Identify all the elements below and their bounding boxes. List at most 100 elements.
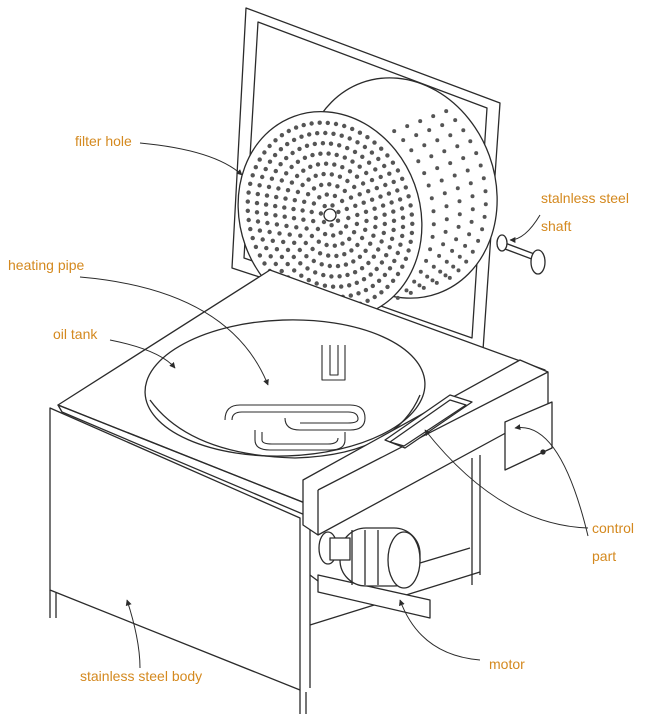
filter-hole bbox=[277, 231, 282, 236]
filter-hole bbox=[329, 223, 334, 228]
filter-hole bbox=[354, 280, 359, 285]
filter-hole bbox=[335, 184, 340, 189]
filter-hole bbox=[370, 283, 375, 289]
filter-hole bbox=[369, 150, 375, 155]
filter-hole bbox=[357, 254, 363, 259]
filter-hole bbox=[292, 198, 297, 203]
filter-hole bbox=[468, 181, 473, 186]
filter-hole bbox=[441, 242, 446, 247]
filter-hole bbox=[312, 141, 317, 147]
filter-hole bbox=[315, 162, 321, 167]
filter-hole bbox=[335, 218, 341, 223]
filter-hole bbox=[428, 247, 433, 252]
filter-hole bbox=[305, 192, 311, 197]
filter-hole bbox=[430, 234, 435, 239]
filter-hole bbox=[329, 172, 334, 177]
filter-hole bbox=[314, 281, 319, 286]
filter-hole bbox=[340, 241, 345, 246]
filter-hole bbox=[330, 203, 335, 208]
filter-drum bbox=[237, 77, 498, 320]
filter-hole bbox=[356, 291, 361, 296]
filter-hole bbox=[418, 119, 423, 124]
filter-hole bbox=[342, 252, 347, 257]
filter-hole bbox=[338, 230, 343, 235]
filter-hole bbox=[351, 259, 356, 264]
filter-hole bbox=[376, 278, 382, 283]
filter-hole bbox=[443, 273, 448, 278]
filter-hole bbox=[392, 258, 397, 264]
filter-hole bbox=[282, 214, 287, 219]
filter-hole bbox=[304, 143, 310, 148]
filter-hole bbox=[332, 243, 337, 248]
filter-hole bbox=[327, 263, 332, 269]
filter-hole bbox=[324, 242, 329, 248]
filter-hole bbox=[328, 141, 334, 146]
filter-hole bbox=[409, 230, 415, 236]
filter-hole bbox=[379, 146, 384, 151]
filter-hole bbox=[385, 284, 390, 290]
filter-hole bbox=[412, 279, 417, 284]
filter-hole bbox=[442, 149, 447, 154]
filter-hole bbox=[257, 228, 263, 233]
filter-hole bbox=[379, 290, 384, 295]
filter-hole bbox=[347, 169, 353, 174]
filter-hole bbox=[395, 295, 400, 300]
filter-hole bbox=[422, 171, 427, 176]
filter-hole bbox=[461, 128, 466, 133]
filter-hole bbox=[345, 272, 350, 278]
filter-hole bbox=[347, 283, 352, 288]
filter-hole bbox=[257, 183, 262, 188]
filter-hole bbox=[430, 278, 435, 283]
filter-hole bbox=[391, 227, 396, 233]
filter-hole bbox=[349, 248, 354, 253]
filter-hole bbox=[294, 225, 299, 230]
filter-hole bbox=[363, 287, 369, 293]
filter-hole bbox=[286, 128, 291, 134]
filter-hole bbox=[351, 230, 357, 235]
filter-hole bbox=[337, 143, 342, 148]
filter-hole bbox=[316, 239, 321, 244]
filter-hole bbox=[363, 227, 368, 232]
filter-hole bbox=[262, 261, 267, 266]
filter-hole bbox=[272, 152, 278, 158]
filter-hole bbox=[366, 160, 372, 165]
filter-hole bbox=[339, 133, 344, 138]
filter-hole bbox=[309, 121, 314, 126]
filter-hole bbox=[245, 199, 250, 204]
filter-hole bbox=[366, 260, 371, 266]
heating-pipe bbox=[224, 345, 366, 451]
filter-hole bbox=[248, 181, 253, 186]
filter-hole bbox=[306, 177, 311, 182]
filter-hole bbox=[324, 192, 329, 197]
filter-hole bbox=[457, 199, 462, 204]
filter-hole bbox=[311, 258, 316, 264]
filter-hole bbox=[378, 194, 383, 199]
filter-hole bbox=[418, 269, 423, 274]
filter-hole bbox=[291, 216, 297, 221]
filter-hole bbox=[334, 253, 339, 259]
filter-hole bbox=[457, 212, 462, 217]
filter-hole bbox=[408, 239, 413, 244]
filter-hole bbox=[452, 173, 457, 178]
filter-hole bbox=[311, 201, 317, 206]
filter-hole bbox=[279, 254, 285, 260]
filter-hole bbox=[401, 138, 406, 143]
filter-hole bbox=[283, 196, 288, 201]
filter-hole bbox=[300, 208, 305, 213]
filter-hole bbox=[434, 280, 439, 285]
filter-hole bbox=[340, 165, 345, 170]
filter-hole bbox=[293, 125, 299, 130]
filter-hole bbox=[306, 277, 311, 283]
filter-hole bbox=[379, 260, 385, 265]
filter-hole bbox=[417, 283, 422, 288]
filter-hole bbox=[282, 205, 287, 210]
filter-hole bbox=[369, 177, 375, 183]
motor bbox=[317, 527, 431, 619]
filter-hole bbox=[355, 212, 360, 218]
filter-hole bbox=[245, 208, 250, 213]
filter-hole bbox=[311, 218, 316, 224]
filter-hole bbox=[414, 133, 419, 138]
filter-hole bbox=[344, 206, 349, 212]
filter-hole bbox=[440, 123, 445, 128]
filter-hole bbox=[279, 178, 284, 183]
